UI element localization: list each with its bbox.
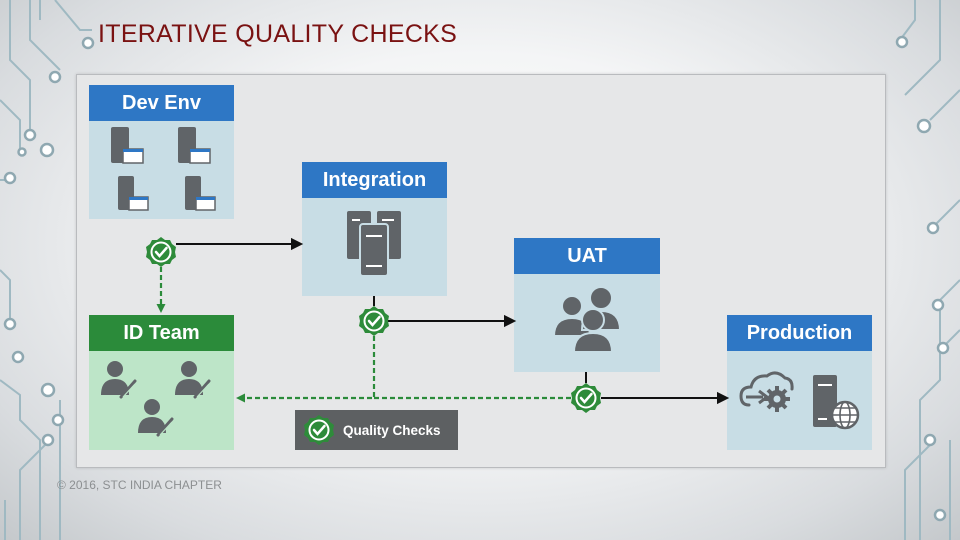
uat-body — [514, 274, 660, 372]
production-body — [727, 351, 872, 450]
quality-checks-legend: Quality Checks — [295, 410, 458, 450]
server-stack-icon — [345, 209, 403, 277]
quality-check-badge-icon — [569, 381, 603, 415]
id-team-body — [89, 351, 234, 450]
users-group-icon — [552, 286, 622, 353]
id-team-box: ID Team — [89, 315, 234, 450]
dev-env-box: Dev Env — [89, 85, 234, 219]
integration-header: Integration — [302, 162, 447, 198]
dev-env-body — [89, 121, 234, 219]
dev-env-header: Dev Env — [89, 85, 234, 121]
page-title: ITERATIVE QUALITY CHECKS — [98, 20, 458, 48]
production-header: Production — [727, 315, 872, 351]
id-team-header: ID Team — [89, 315, 234, 351]
copyright-footer: © 2016, STC INDIA CHAPTER — [57, 478, 222, 492]
integration-body — [302, 198, 447, 296]
quality-check-badge-icon — [144, 235, 178, 269]
legend-label: Quality Checks — [343, 422, 441, 438]
cloud-server-icon — [739, 371, 860, 430]
quality-check-badge-icon — [357, 304, 391, 338]
uat-box: UAT — [514, 238, 660, 372]
check-badge-icon — [304, 415, 334, 445]
integration-box: Integration — [302, 162, 447, 296]
dev-servers-icon — [111, 127, 216, 211]
writers-icon — [101, 361, 211, 437]
dashed-integration-feedback — [245, 336, 376, 400]
uat-header: UAT — [514, 238, 660, 274]
production-box: Production — [727, 315, 872, 450]
